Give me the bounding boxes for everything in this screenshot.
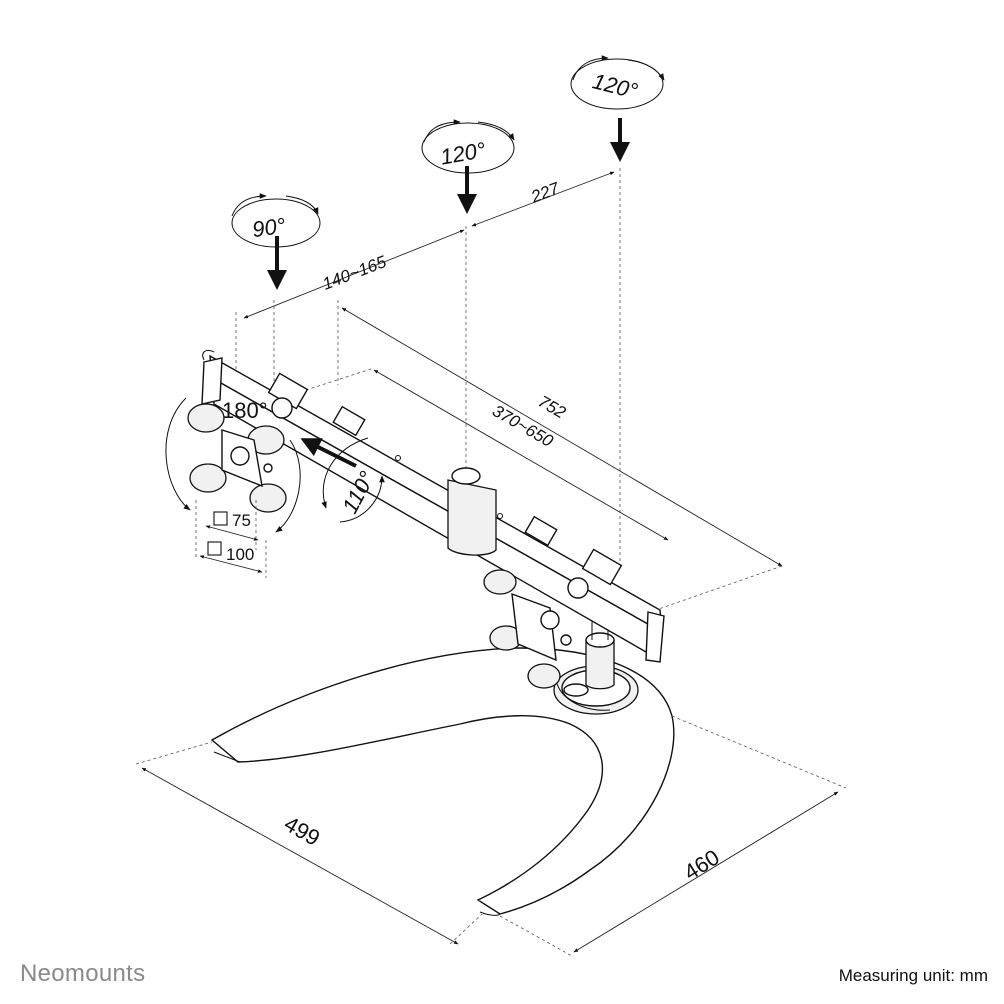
vesa-head-right [483,569,589,689]
rotation-label-90: 90° [251,213,288,242]
rotation-indicator-left: 90° [231,193,321,290]
svg-text:499: 499 [280,811,324,851]
stand-base [210,647,675,916]
vesa-head-left [187,397,293,513]
spacing-dimension-right: 227 [471,171,615,227]
rotation-label-120-right: 120° [590,68,640,103]
swivel-label-180: 180° [222,398,268,423]
depth-dimension: 499 [135,741,483,945]
swivel-indicator: 180° [165,397,301,533]
vesa-dimension-100: 100 [195,500,267,578]
svg-text:100: 100 [226,545,254,564]
measuring-unit-note: Measuring unit: mm [838,966,988,985]
rotation-indicator-center: 120° [421,119,515,214]
svg-text:75: 75 [232,511,251,530]
width-dimension: 460 [499,715,847,957]
rotation-label-120-center: 120° [438,137,487,170]
svg-text:227: 227 [528,178,563,206]
svg-text:752: 752 [535,392,570,423]
rotation-indicator-right: 120° [570,55,665,162]
brand-logo: Neomounts [20,960,146,987]
vesa-dimension-75: 75 [205,500,259,550]
svg-text:140~165: 140~165 [320,252,390,294]
svg-text:460: 460 [679,844,723,885]
stand-column [553,600,639,715]
